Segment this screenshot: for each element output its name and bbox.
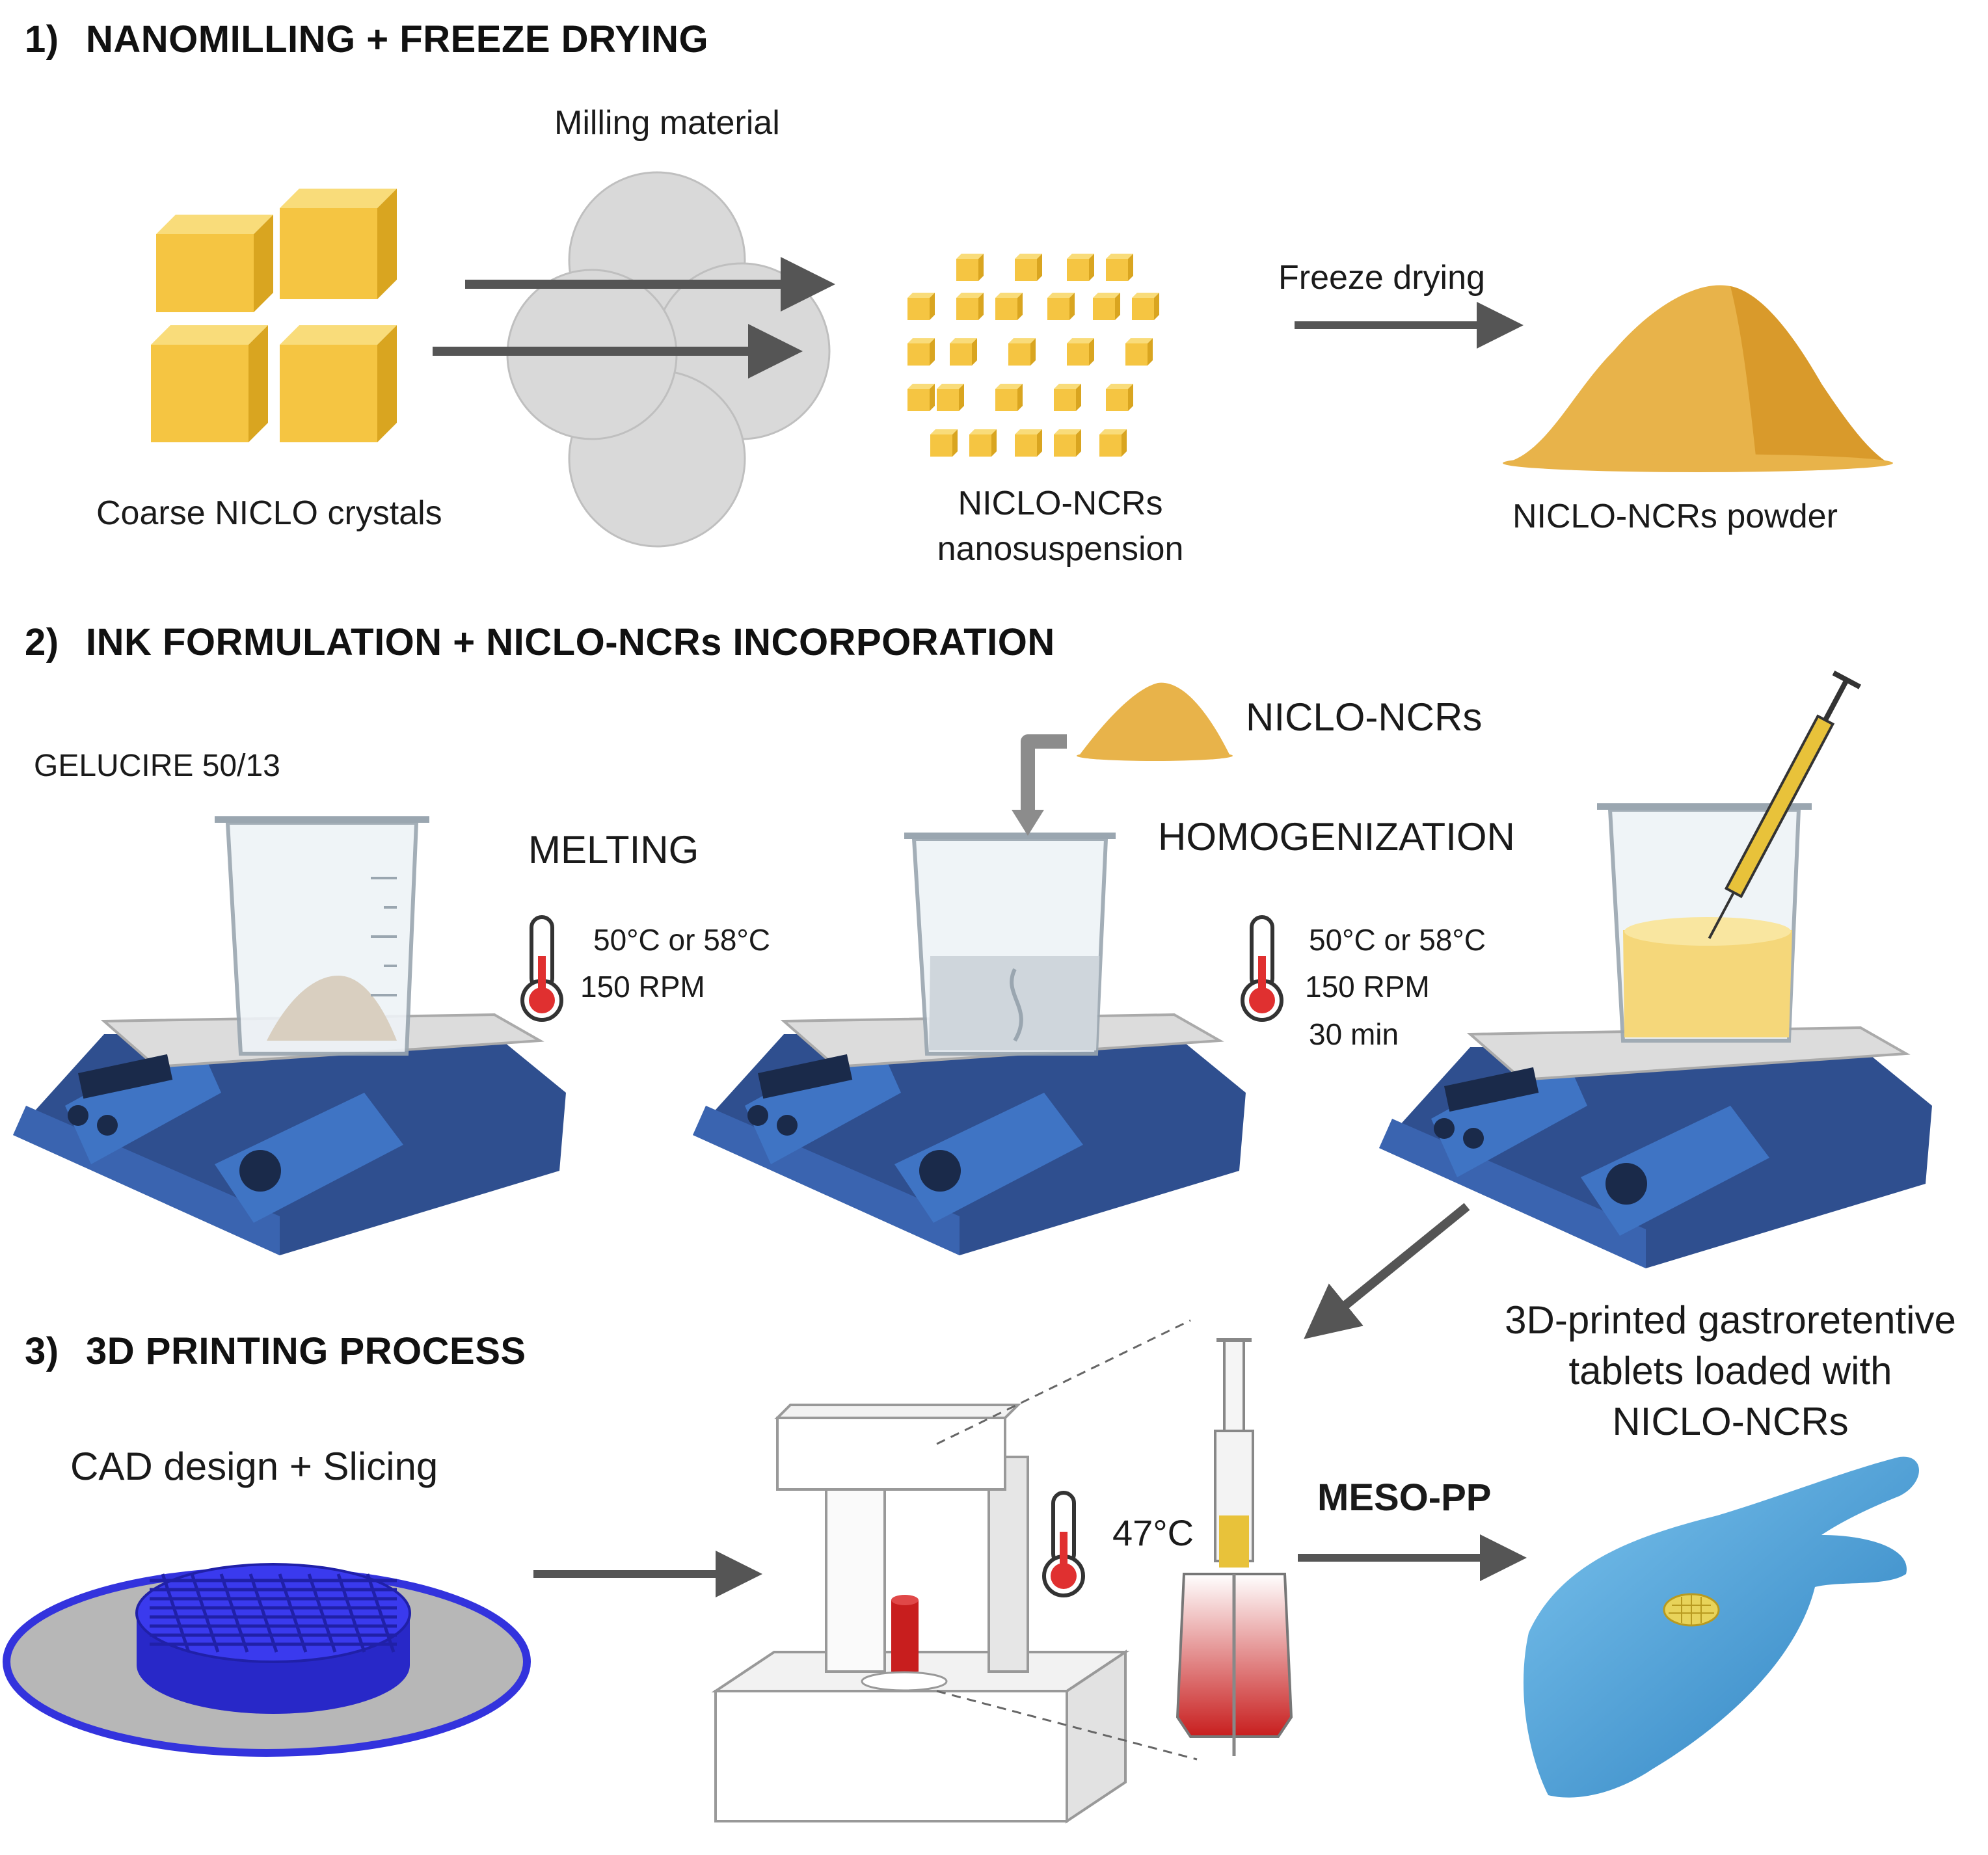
homog-rpm-label: 150 RPM — [1305, 970, 1430, 1004]
freeze-drying-label: Freeze drying — [1278, 259, 1485, 297]
powder-small-icon — [1077, 682, 1233, 761]
section-3-number: 3) — [25, 1330, 59, 1372]
addition-pipe-tip — [1012, 810, 1044, 836]
zoom-line-bottom — [936, 1690, 1198, 1761]
cad-scaffold-icon — [3, 1563, 531, 1757]
melting-rpm-label: 150 RPM — [580, 970, 705, 1004]
stirrers-group — [13, 1013, 1932, 1268]
milling-material-label: Milling material — [554, 104, 780, 142]
section-1-number: 1) — [25, 18, 59, 60]
niclo-ncrs-label: NICLO-NCRs — [1246, 695, 1483, 739]
result-label-line1: 3D-printed gastroretentive — [1505, 1298, 1956, 1342]
beaker-gelucire-icon — [215, 816, 429, 1056]
print-temp-label: 47°C — [1112, 1512, 1194, 1553]
section-2-number: 2) — [25, 621, 59, 663]
meso-pp-label: MESO-PP — [1317, 1476, 1492, 1519]
coarse-crystals-icon — [151, 189, 397, 442]
cad-label: CAD design + Slicing — [70, 1445, 438, 1488]
milling-balls-icon — [506, 171, 831, 548]
beaker-ink-icon — [1597, 803, 1812, 1043]
coarse-crystals-label: Coarse NICLO crystals — [96, 494, 442, 532]
printer-icon — [711, 1404, 1130, 1824]
transfer-arrow — [1304, 1203, 1470, 1339]
melting-temp-label: 50°C or 58°C — [593, 923, 771, 957]
nanosuspension-label-line2: nanosuspension — [937, 530, 1184, 568]
homogenization-label: HOMOGENIZATION — [1158, 815, 1515, 859]
print-syringe-icon — [1175, 1338, 1293, 1756]
gelucire-label: GELUCIRE 50/13 — [34, 749, 280, 783]
section-1-title: NANOMILLING + FREEZE DRYING — [86, 18, 709, 60]
addition-pipe-icon — [1021, 734, 1067, 813]
powder-pile-icon — [1503, 285, 1893, 472]
result-label-line2: tablets loaded with — [1568, 1349, 1892, 1393]
zoom-line-top — [936, 1319, 1191, 1445]
syringe-icon — [1708, 671, 1861, 939]
section-2-title: INK FORMULATION + NICLO-NCRs INCORPORATI… — [86, 621, 1055, 663]
gloved-hand-icon — [1523, 1456, 1919, 1798]
section-3-title: 3D PRINTING PROCESS — [86, 1330, 526, 1372]
thermometers-group — [520, 915, 1283, 1597]
nanosuspension-label-line1: NICLO-NCRs — [958, 485, 1163, 522]
nanocrystals-icon — [907, 254, 1159, 457]
powder-label: NICLO-NCRs powder — [1512, 498, 1838, 535]
melting-label: MELTING — [528, 828, 699, 872]
result-label-line3: NICLO-NCRs — [1612, 1400, 1849, 1443]
homog-time-label: 30 min — [1309, 1017, 1399, 1051]
beaker-melt-icon — [904, 833, 1116, 1056]
homog-temp-label: 50°C or 58°C — [1309, 923, 1486, 957]
